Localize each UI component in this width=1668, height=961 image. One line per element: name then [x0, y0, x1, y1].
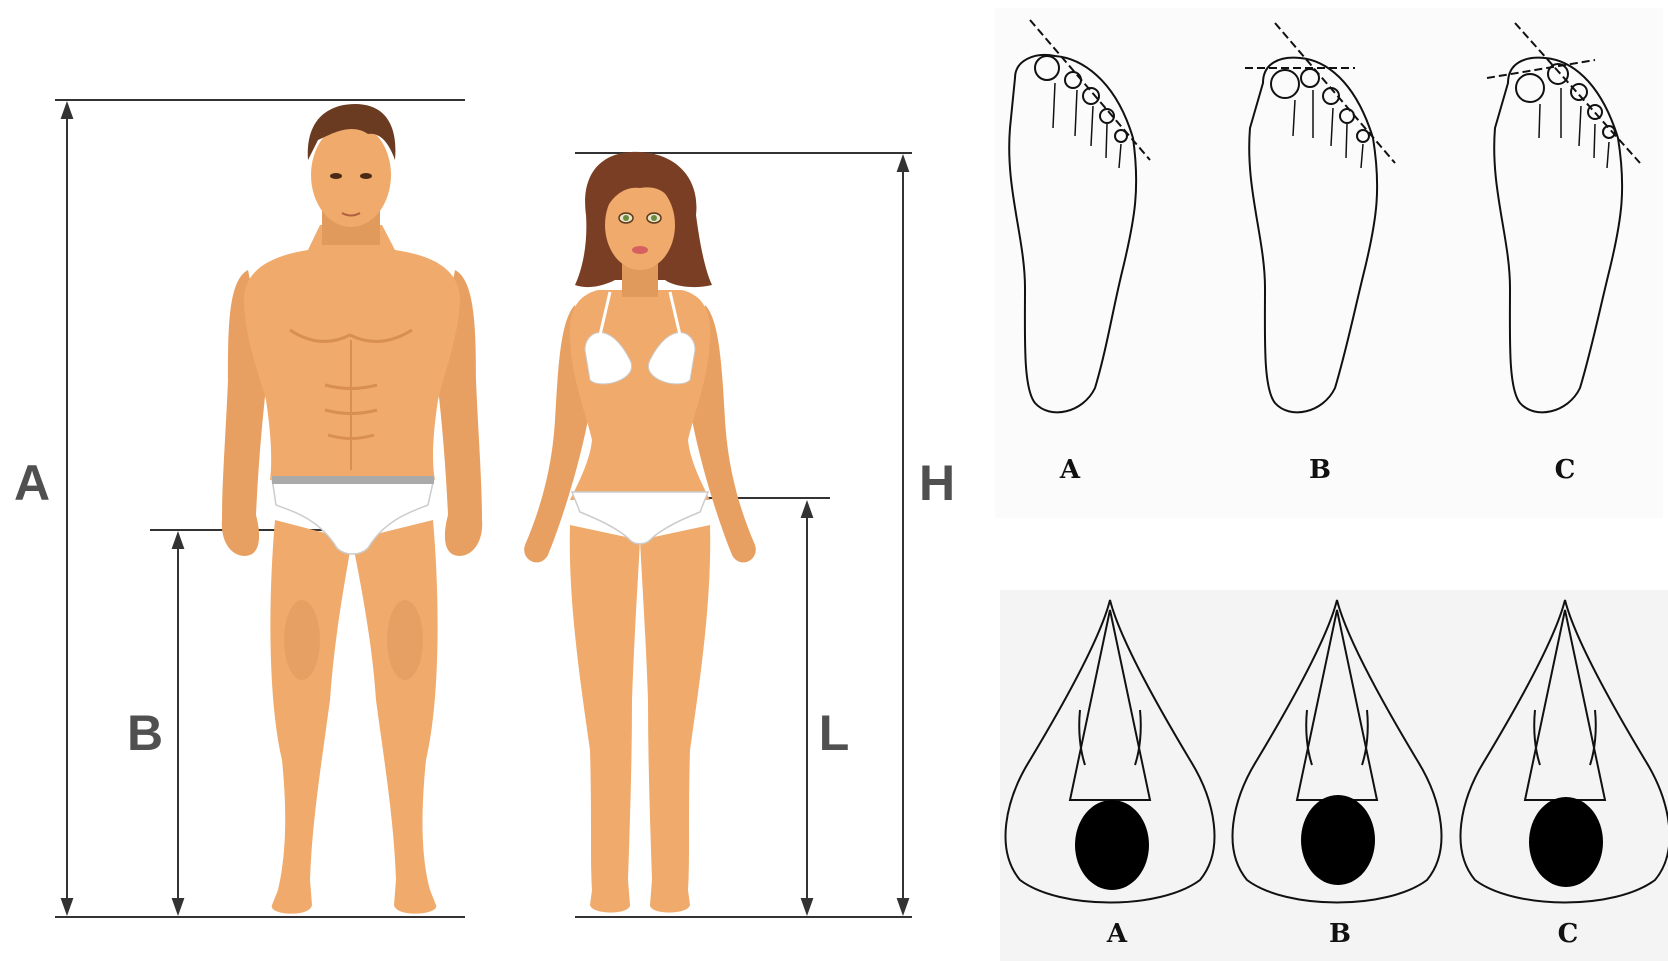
- foot-types-diagram: A B C: [995, 8, 1663, 518]
- label-b: B: [127, 705, 163, 761]
- nose-a-fill: [1075, 800, 1149, 890]
- male-figure: [222, 104, 482, 914]
- nose-label-a: A: [1106, 919, 1128, 949]
- body-measurement-diagram: A B H L: [0, 0, 960, 961]
- label-h: H: [919, 455, 955, 511]
- female-figure: [524, 152, 756, 913]
- nose-types-diagram: A B C: [1000, 590, 1668, 961]
- label-a: A: [14, 455, 50, 511]
- foot-label-c: C: [1555, 455, 1576, 485]
- measurement-lines: [55, 100, 912, 917]
- foot-label-b: B: [1309, 455, 1331, 485]
- label-l: L: [819, 705, 850, 761]
- nose-label-c: C: [1558, 919, 1579, 949]
- nose-label-b: B: [1329, 919, 1351, 949]
- nose-b-fill: [1301, 795, 1375, 885]
- foot-label-a: A: [1059, 455, 1081, 485]
- nose-c-fill: [1529, 797, 1603, 887]
